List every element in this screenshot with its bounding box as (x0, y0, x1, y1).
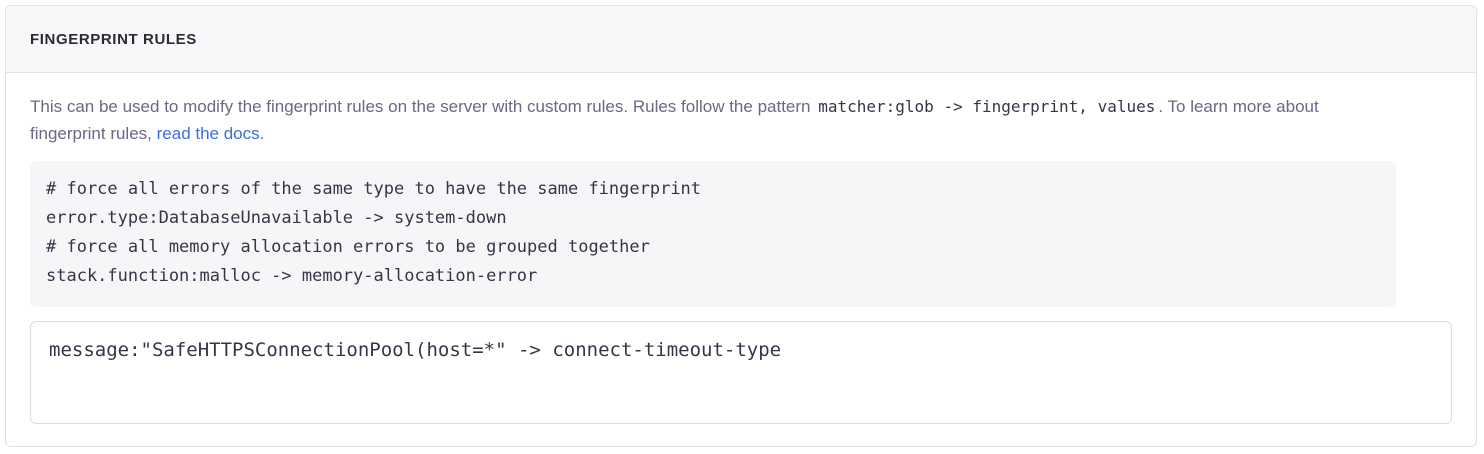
panel-description: This can be used to modify the fingerpri… (30, 93, 1390, 147)
panel-body: This can be used to modify the fingerpri… (6, 73, 1476, 424)
description-text-before-code: This can be used to modify the fingerpri… (30, 97, 816, 116)
fingerprint-rules-input[interactable] (30, 321, 1452, 424)
inline-code-pattern: matcher:glob -> fingerprint, values (818, 97, 1156, 116)
read-the-docs-link[interactable]: read the docs (156, 124, 260, 143)
panel-header: FINGERPRINT RULES (6, 6, 1476, 73)
description-text-after-code: . To learn more about fingerprint rules, (30, 97, 1319, 143)
page-title: FINGERPRINT RULES (30, 30, 197, 48)
example-rules-code-block: # force all errors of the same type to h… (30, 161, 1396, 307)
description-text-after-link: . (259, 124, 265, 143)
fingerprint-rules-panel: FINGERPRINT RULES This can be used to mo… (5, 5, 1477, 447)
